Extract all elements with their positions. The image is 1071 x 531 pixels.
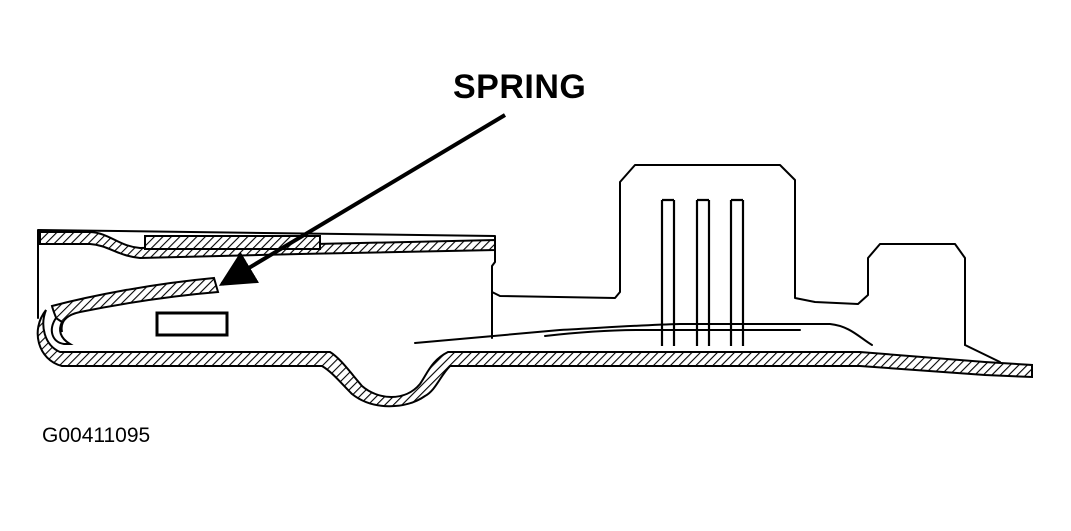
crimp-slot-2 [695, 198, 711, 346]
figure-id-label: G00411095 [42, 424, 151, 447]
spring-leaf [50, 276, 220, 333]
dimple-window [155, 311, 229, 337]
upper-shell-plate [144, 235, 321, 250]
terminal-body-outline [37, 164, 966, 346]
bottom-base [36, 309, 1033, 408]
spring-callout-label: SPRING [453, 68, 587, 106]
upper-shell [39, 231, 496, 260]
crimp-slot-1 [660, 198, 676, 346]
tail-edge [964, 344, 1001, 363]
inner-contact-line [414, 323, 873, 346]
front-curl [50, 316, 74, 345]
crimp-slot-3 [729, 198, 745, 346]
spring-callout-arrow [218, 113, 507, 286]
inner-contact-line-2 [544, 329, 801, 337]
